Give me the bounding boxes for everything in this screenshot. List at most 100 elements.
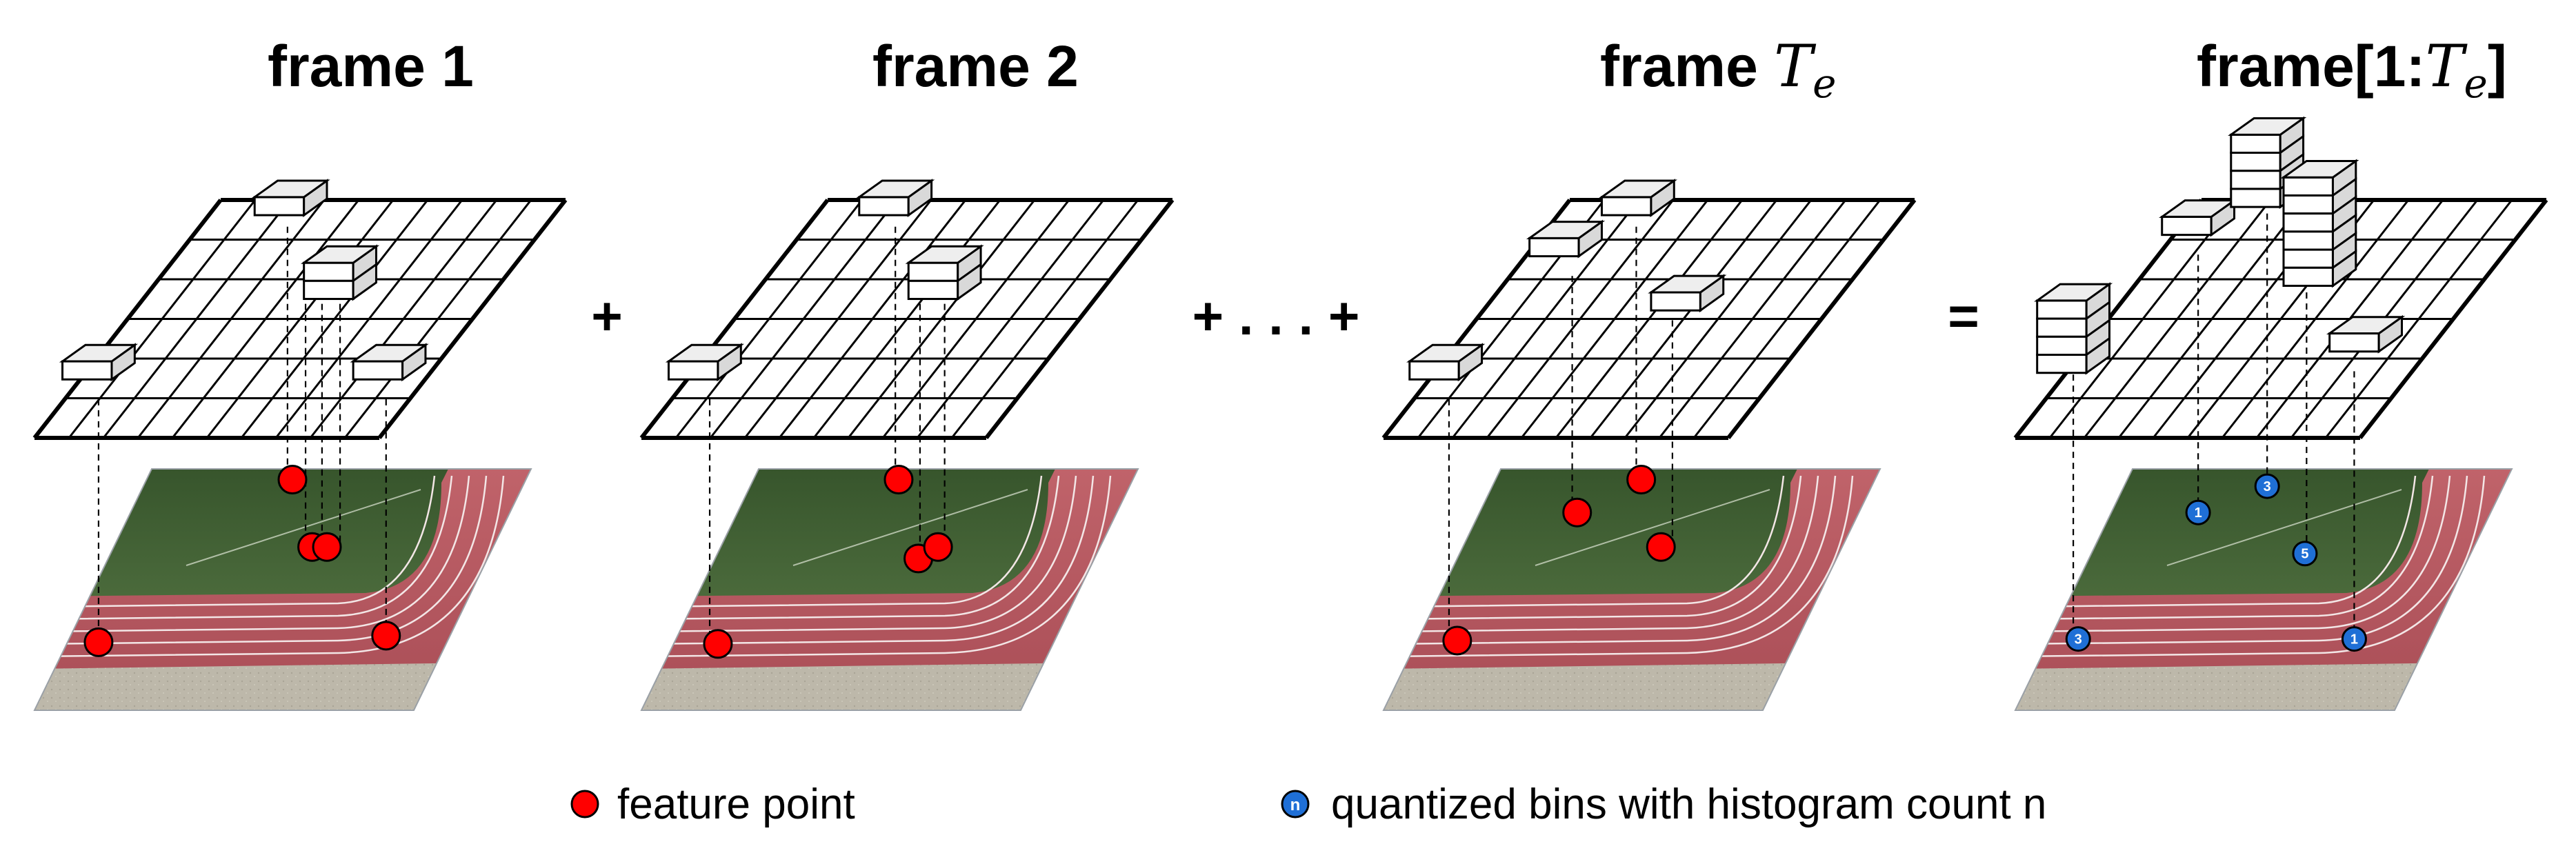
bar-front-face — [2282, 176, 2334, 197]
bar-top-face — [2034, 283, 2113, 302]
running-track — [641, 469, 1138, 710]
bar-front-face — [2282, 248, 2334, 269]
bar-front-face — [907, 279, 959, 301]
grid-col-line — [1693, 199, 1881, 439]
grid-col-line — [171, 199, 360, 439]
bar-top-face — [1526, 221, 1606, 239]
grid-col-line — [675, 199, 863, 439]
photo-border — [2014, 468, 2513, 711]
bar-side-face — [352, 262, 377, 301]
grid-col-line — [1486, 199, 1675, 439]
title-frame-sum-close: ] — [2488, 34, 2507, 99]
grid-col-line — [847, 199, 1036, 439]
panel-frame-sum — [2013, 198, 2548, 711]
bar-side-face — [957, 262, 982, 301]
bar-front-face — [1528, 237, 1580, 258]
title-frame-1: frame 1 — [268, 34, 474, 99]
lane-line — [34, 475, 488, 645]
grid-col-line — [206, 199, 395, 439]
track-photo — [641, 469, 1138, 710]
track-photo — [34, 469, 531, 710]
bar-top-face — [905, 245, 984, 264]
bar-front-face — [352, 360, 404, 381]
lane-line — [2015, 475, 2417, 608]
plus-operator: + — [591, 285, 623, 346]
histogram-bin-count: 1 — [2350, 632, 2358, 648]
histogram-bin — [2292, 541, 2318, 567]
grid-col-line — [881, 199, 1070, 439]
lane-line — [34, 475, 470, 633]
grid-col-line — [743, 199, 932, 439]
histogram-bin-count: 3 — [2264, 479, 2271, 494]
photo-border — [1382, 468, 1881, 711]
grid-col-line — [68, 199, 257, 439]
lane-line — [1384, 475, 1785, 608]
title-frame-sum: frame[1:Te] — [2197, 32, 2507, 107]
histogram-bin-count: 1 — [2195, 505, 2202, 521]
bar-top-face — [1598, 179, 1677, 199]
bar-top-face — [2228, 117, 2307, 136]
bar-front-face — [303, 261, 355, 282]
lane-line — [1384, 475, 1819, 633]
bar-front-face — [1650, 291, 1701, 312]
lane-line — [2015, 475, 2451, 633]
title-frame-sum-subscript: e — [2464, 60, 2487, 107]
feature-point — [83, 627, 114, 657]
grid-col-line — [916, 199, 1105, 439]
bar-top-face — [1648, 274, 1727, 294]
legend-bin-symbol: n — [1290, 796, 1301, 814]
bar-front-face — [1600, 196, 1653, 217]
bar-top-face — [665, 343, 744, 363]
bar-front-face — [303, 279, 355, 301]
grid-col-line — [812, 199, 1001, 439]
equals-operator: = — [1948, 285, 1979, 346]
grid-col-line — [309, 199, 498, 439]
lane-line — [1384, 475, 1854, 658]
histogram-bin — [2065, 626, 2091, 652]
grid-plane — [32, 198, 568, 440]
title-frame-sum-symbol: T — [2425, 32, 2468, 100]
lane-line — [1384, 475, 1802, 621]
title-frame-sum-main: frame[1: — [2197, 34, 2425, 99]
bar-front-face — [858, 196, 910, 217]
bar-front-face — [61, 360, 113, 381]
concrete-apron — [1384, 662, 1880, 710]
grid-col-line — [639, 199, 830, 439]
grid-col-line — [2358, 199, 2548, 439]
grid-col-line — [2117, 199, 2306, 439]
grid-plane — [639, 198, 1175, 440]
grid-col-line — [984, 199, 1175, 439]
bar-front-face — [2036, 317, 2088, 338]
legend-feature-point-icon — [570, 790, 599, 819]
lane-line — [2015, 475, 2434, 621]
field-line — [792, 489, 1028, 566]
legend: feature point n quantized bins with hist… — [570, 781, 2046, 828]
bar-top-face — [2280, 159, 2359, 179]
histogram-bin-count: 3 — [2075, 632, 2082, 648]
concrete-apron — [34, 662, 531, 710]
panel-frame-1 — [32, 198, 568, 711]
feature-point — [1442, 625, 1472, 656]
bar-top-face — [2326, 316, 2406, 335]
plus-dots-operator: + . . . + — [1192, 285, 1360, 346]
legend-bins-label: quantized bins with histogram count n — [1331, 781, 2046, 828]
grid-col-line — [32, 199, 223, 439]
title-frame-te-symbol: T — [1774, 32, 1817, 100]
lane-line — [34, 475, 436, 608]
grid-col-line — [778, 199, 967, 439]
track-photo — [2015, 469, 2512, 710]
title-frame-te: frame Te — [1600, 32, 1836, 107]
title-frame-te-main: frame — [1600, 34, 1774, 99]
title-frame-te-subscript: e — [1813, 60, 1836, 107]
grid-col-line — [1658, 199, 1847, 439]
bar-side-face — [2331, 249, 2357, 288]
bar-front-face — [2282, 230, 2334, 251]
field-line — [1535, 489, 1770, 566]
bar-front-face — [2230, 188, 2282, 208]
field-line — [2166, 489, 2402, 566]
concrete-apron — [641, 662, 1138, 710]
feature-point — [1562, 497, 1592, 528]
bar-front-face — [2282, 266, 2334, 287]
feature-point — [312, 532, 342, 562]
